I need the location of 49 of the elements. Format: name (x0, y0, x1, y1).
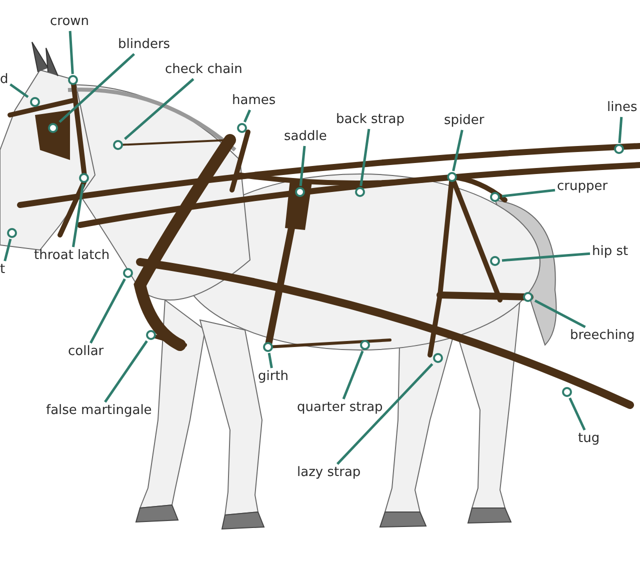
leader-dot (146, 330, 156, 340)
part-label: crown (50, 14, 90, 30)
leader-line (452, 130, 464, 172)
part-label: quarter strap (297, 400, 383, 416)
part-label: false martingale (46, 403, 152, 419)
leader-line (502, 252, 590, 262)
leader-line (58, 53, 136, 123)
part-label: check chain (165, 62, 242, 78)
part-label: tug (578, 431, 600, 447)
part-label: hip st (592, 244, 628, 260)
leader-dot (123, 268, 133, 278)
leader-line (534, 300, 586, 328)
leader-dot (490, 192, 500, 202)
leader-line (342, 350, 364, 400)
leader-line (299, 146, 306, 186)
leader-line (4, 238, 12, 262)
part-label: t (0, 262, 6, 278)
part-label: blinders (118, 37, 170, 53)
part-label: breeching (570, 328, 635, 344)
leader-dot (614, 144, 624, 154)
part-label: lines (607, 100, 638, 116)
leader-line (124, 78, 194, 140)
leader-dot (68, 75, 78, 85)
leader-line (568, 397, 586, 431)
leader-line (360, 128, 370, 186)
part-label: throat latch (34, 248, 110, 264)
leader-dot (562, 387, 572, 397)
leader-line (72, 184, 84, 248)
leader-line (68, 30, 74, 74)
part-label: girth (258, 369, 289, 385)
part-label: crupper (557, 179, 608, 195)
leader-dot (237, 123, 247, 133)
part-label: back strap (336, 112, 404, 128)
leader-dot (263, 342, 273, 352)
part-label: d (0, 72, 8, 88)
leader-line (268, 352, 273, 368)
leader-line (90, 278, 126, 344)
leader-line (502, 188, 556, 198)
part-label: spider (444, 113, 484, 129)
leader-dot (447, 172, 457, 182)
part-label: collar (68, 344, 104, 360)
leader-line (618, 116, 623, 144)
leader-line (336, 363, 434, 465)
part-label: saddle (284, 129, 327, 145)
leader-line (104, 340, 148, 403)
leader-line (243, 110, 252, 122)
part-label: hames (232, 93, 276, 109)
part-label: lazy strap (297, 465, 361, 481)
leader-line (10, 83, 29, 98)
